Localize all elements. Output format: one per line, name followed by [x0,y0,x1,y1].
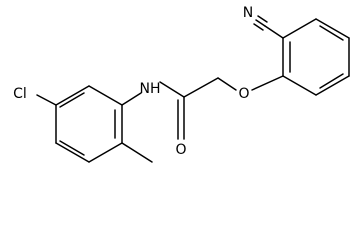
structure-canvas: Cl NH O O N [13,5,350,163]
bond [55,142,90,163]
bond-carbonyl-methylene [183,77,219,98]
bond [282,75,317,96]
aromatic-double-bond [59,92,85,108]
bond-oxygen-ring [251,75,284,91]
bond-nitrogen-carbonyl [159,81,185,98]
chlorine-atom-label: Cl [13,86,27,102]
aromatic-double-bond [319,25,344,41]
bond-ring-nitrile-carbon [264,25,284,39]
bond [88,85,123,106]
carbonyl-oxygen-label: O [175,142,186,158]
amide-nitrogen-label: NH [140,81,161,97]
bond-nitrile-triple-2 [257,15,268,23]
bond [88,142,123,163]
bond-ring-nitrogen [121,92,142,106]
ether-oxygen-label: O [238,86,249,102]
bond [55,85,90,106]
bond-nitrile-triple-1 [255,19,266,27]
chloromethylphenyl-ring [55,85,123,163]
bond-ring-methyl [121,142,153,163]
bond [315,18,350,39]
bond-methylene-oxygen [217,77,237,91]
aromatic-double-bond [59,140,85,156]
bond [315,75,350,96]
cyanophenyl-ring [282,18,350,96]
bond-ring-chlorine [36,94,57,106]
aromatic-double-bond [319,73,344,89]
molecule-structure: Cl NH O O N [13,5,350,163]
bond [282,18,317,39]
nitrile-nitrogen-label: N [243,5,253,21]
bond-nitrile-triple-3 [253,23,264,31]
